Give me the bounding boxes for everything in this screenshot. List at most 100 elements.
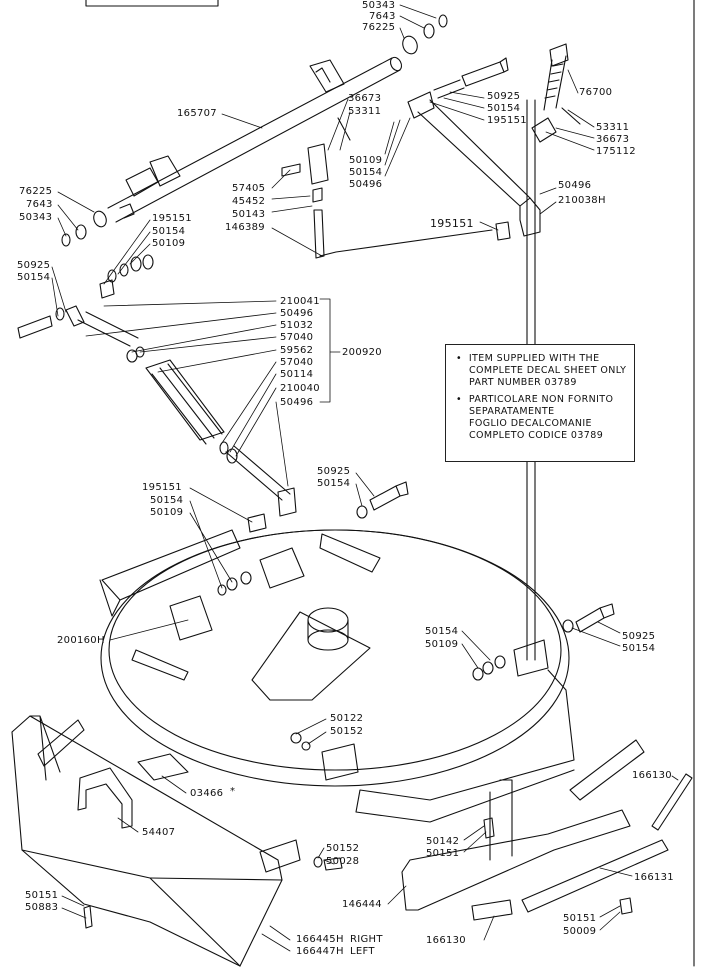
spring-76700	[543, 43, 569, 111]
part-label: 50154	[152, 226, 186, 237]
screw-50009	[619, 897, 633, 915]
part-label: 50009	[563, 926, 597, 937]
note-text: PART NUMBER 03789	[469, 377, 577, 388]
part-label: 50122	[330, 713, 364, 724]
part-label: 45452	[232, 196, 266, 207]
part-label: 50883	[25, 902, 59, 913]
note-line: • ITEM SUPPLIED WITH THE	[456, 353, 628, 365]
part-label: 57405	[232, 183, 266, 194]
part-label: 57040	[280, 332, 314, 343]
ring-50343b	[61, 233, 71, 247]
part-label: 76225	[362, 22, 396, 33]
assembly-label: 200920	[342, 347, 382, 358]
part-label: 50154	[150, 495, 184, 506]
part-label: 7643	[369, 11, 396, 22]
decal-note-box: • ITEM SUPPLIED WITH THE COMPLETE DECAL …	[445, 344, 635, 462]
part-label: 195151	[152, 213, 192, 224]
part-label: 50143	[232, 209, 266, 220]
part-label: 57040	[280, 357, 314, 368]
part-label: 210038H	[558, 195, 606, 206]
bushing-76225	[402, 35, 418, 55]
part-label: 7643	[26, 199, 53, 210]
ring-50343	[438, 14, 448, 28]
bullet: •	[456, 394, 463, 405]
part-label: 50152	[326, 843, 360, 854]
part-label: 50925	[317, 466, 351, 477]
part-label: 50154	[349, 167, 383, 178]
decal-marker: *	[230, 786, 236, 797]
washer-7643	[423, 23, 435, 39]
part-label: 53311	[596, 122, 630, 133]
part-label: 50109	[349, 155, 383, 166]
part-label: 50154	[487, 103, 521, 114]
part-label: 50151	[426, 848, 460, 859]
part-label: 59562	[280, 345, 314, 356]
part-label: 50154	[622, 643, 656, 654]
side-label: RIGHT	[350, 934, 383, 945]
part-label: 54407	[142, 827, 176, 838]
part-label: 50028	[326, 856, 360, 867]
bullet: •	[456, 353, 463, 364]
screw-50028	[323, 857, 343, 871]
link-arm	[407, 57, 541, 237]
note-text: ITEM SUPPLIED WITH THE	[468, 353, 600, 364]
part-label: 50154	[17, 272, 51, 283]
bushing-195151	[495, 221, 511, 241]
part-label: 50142	[426, 836, 460, 847]
part-label: 165707	[177, 108, 217, 119]
mower-deck-200160H	[99, 529, 575, 823]
part-label: 195151	[142, 482, 182, 493]
part-label: 76700	[579, 87, 613, 98]
part-label: 51032	[280, 320, 314, 331]
part-label: 50154	[425, 626, 459, 637]
part-label: 146389	[225, 222, 265, 233]
part-label: 50496	[349, 179, 383, 190]
pin-53311	[561, 107, 581, 125]
part-label: 50109	[425, 639, 459, 650]
part-label: 210041	[280, 296, 320, 307]
screw-50142	[483, 817, 495, 839]
part-label: 53311	[348, 106, 382, 117]
part-label: 166131	[634, 872, 674, 883]
title-block-fragment	[85, 0, 219, 7]
part-label: 50925	[17, 260, 51, 271]
part-label: 50114	[280, 369, 314, 380]
part-label: 50109	[150, 507, 184, 518]
part-label: 195151	[430, 217, 474, 230]
note-text: PARTICOLARE NON FORNITO	[468, 394, 614, 405]
bushing-76225b	[93, 210, 107, 228]
part-label: 200160H	[57, 635, 105, 646]
part-label: 50151	[563, 913, 597, 924]
part-label: 50496	[558, 180, 592, 191]
part-label: 50925	[622, 631, 656, 642]
note-text: FOGLIO DECALCOMANIE	[469, 418, 592, 429]
part-label: 50343	[362, 0, 396, 11]
leader-lines	[51, 4, 679, 952]
part-label: 50343	[19, 212, 53, 223]
part-label: 50154	[317, 478, 351, 489]
part-label: 175112	[596, 146, 636, 157]
part-label: 166445H	[296, 934, 344, 945]
part-label: 50151	[25, 890, 59, 901]
note-text: COMPLETE DECAL SHEET ONLY	[469, 365, 627, 376]
bracket-175112	[531, 117, 557, 143]
part-label: 166447H	[296, 946, 344, 957]
part-label: 50496	[280, 308, 314, 319]
note-line: • PARTICOLARE NON FORNITO	[456, 394, 628, 406]
clevis-assembly	[281, 117, 493, 259]
shield-166445H	[11, 715, 301, 967]
washer-7643b	[75, 224, 87, 240]
part-label: 195151	[487, 115, 527, 126]
note-text: SEPARATAMENTE	[469, 406, 555, 417]
rear-brackets	[401, 739, 693, 921]
bolt-50925b	[575, 603, 615, 633]
bolt-50925	[369, 481, 409, 511]
note-text: COMPLETO CODICE 03789	[469, 430, 604, 441]
part-label: 50109	[152, 238, 186, 249]
part-label: 166130	[426, 935, 466, 946]
part-label: 210040	[280, 383, 320, 394]
part-label: 166130	[632, 770, 672, 781]
part-label: 50925	[487, 91, 521, 102]
